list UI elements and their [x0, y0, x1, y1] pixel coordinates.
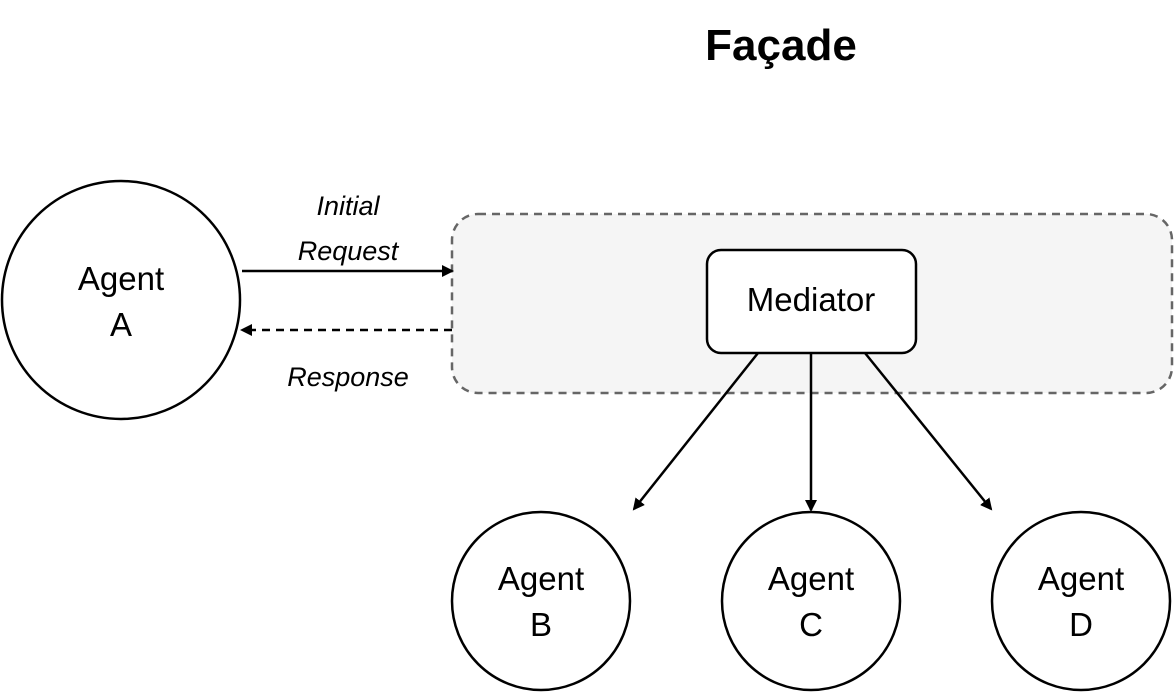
agent-a-circle [0, 179, 242, 421]
agent-b-node[interactable]: Agent B [450, 510, 632, 692]
agent-d-circle [990, 510, 1172, 692]
mediator-label: Mediator [747, 281, 875, 318]
agent-c-node[interactable]: Agent C [720, 510, 902, 692]
request-label-line1: Initial [316, 191, 380, 221]
agent-a-label-line2: A [110, 306, 132, 343]
mediator-to-agent-d-arrow[interactable] [864, 352, 993, 511]
agent-b-circle [450, 510, 632, 692]
mediator-to-agent-b-arrow[interactable] [632, 352, 759, 511]
agent-c-label-line1: Agent [768, 560, 854, 597]
agent-d-label-line1: Agent [1038, 560, 1124, 597]
agent-a-label-line1: Agent [78, 260, 164, 297]
agent-d-label-line2: D [1069, 606, 1093, 643]
diagram-title: Façade [705, 21, 857, 70]
agent-a-node[interactable]: Agent A [0, 179, 242, 421]
agent-c-label-line2: C [799, 606, 823, 643]
request-label-line2: Request [298, 236, 400, 266]
agent-b-label-line2: B [530, 606, 552, 643]
agent-d-node[interactable]: Agent D [990, 510, 1172, 692]
response-label: Response [287, 362, 409, 392]
mediator-node[interactable]: Mediator [705, 248, 918, 355]
agent-c-circle [720, 510, 902, 692]
agent-b-label-line1: Agent [498, 560, 584, 597]
